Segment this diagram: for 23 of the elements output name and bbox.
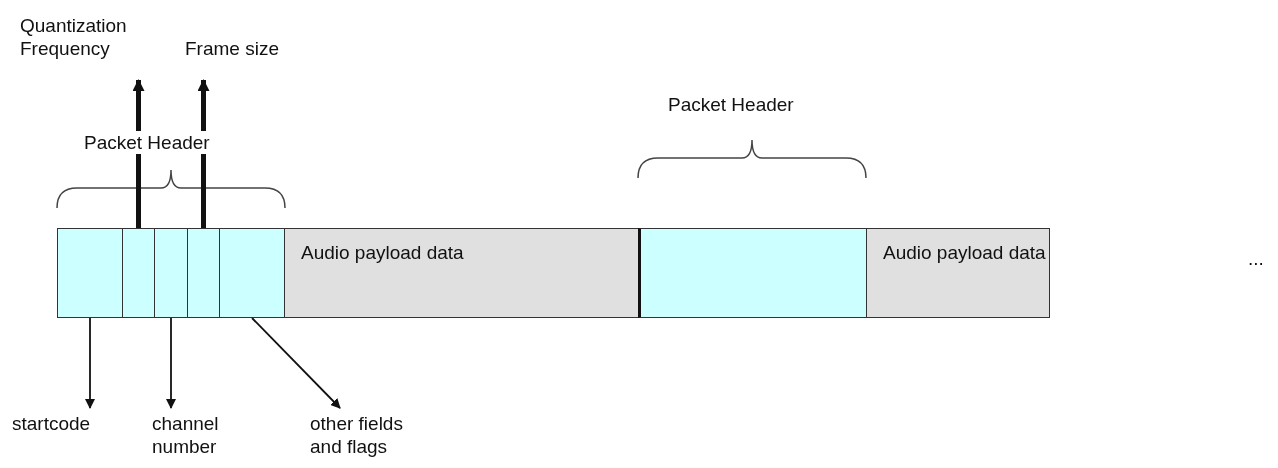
continuation-mark: ...	[1248, 247, 1264, 270]
segment-label: Audio payload data	[883, 241, 1046, 264]
header-field	[57, 228, 123, 318]
field-caption: startcode	[12, 412, 122, 435]
field-caption: Quantization Frequency	[20, 14, 140, 60]
bracket-label: Packet Header	[668, 93, 794, 116]
arrow	[85, 317, 95, 409]
arrow	[251, 317, 341, 409]
header-field	[187, 228, 220, 318]
payload-segment	[866, 228, 1050, 318]
header-field	[122, 228, 155, 318]
field-caption: channel number	[152, 412, 242, 458]
arrow	[197, 79, 210, 228]
header-field	[219, 228, 285, 318]
header-field	[154, 228, 188, 318]
segment-label: Audio payload data	[301, 241, 464, 264]
payload-segment	[284, 228, 639, 318]
arrow	[166, 317, 176, 409]
field-caption: Frame size	[185, 37, 325, 60]
arrow	[132, 79, 145, 228]
bracket-label: Packet Header	[82, 131, 212, 154]
header-field	[638, 228, 867, 318]
field-caption: other fields and flags	[310, 412, 415, 458]
